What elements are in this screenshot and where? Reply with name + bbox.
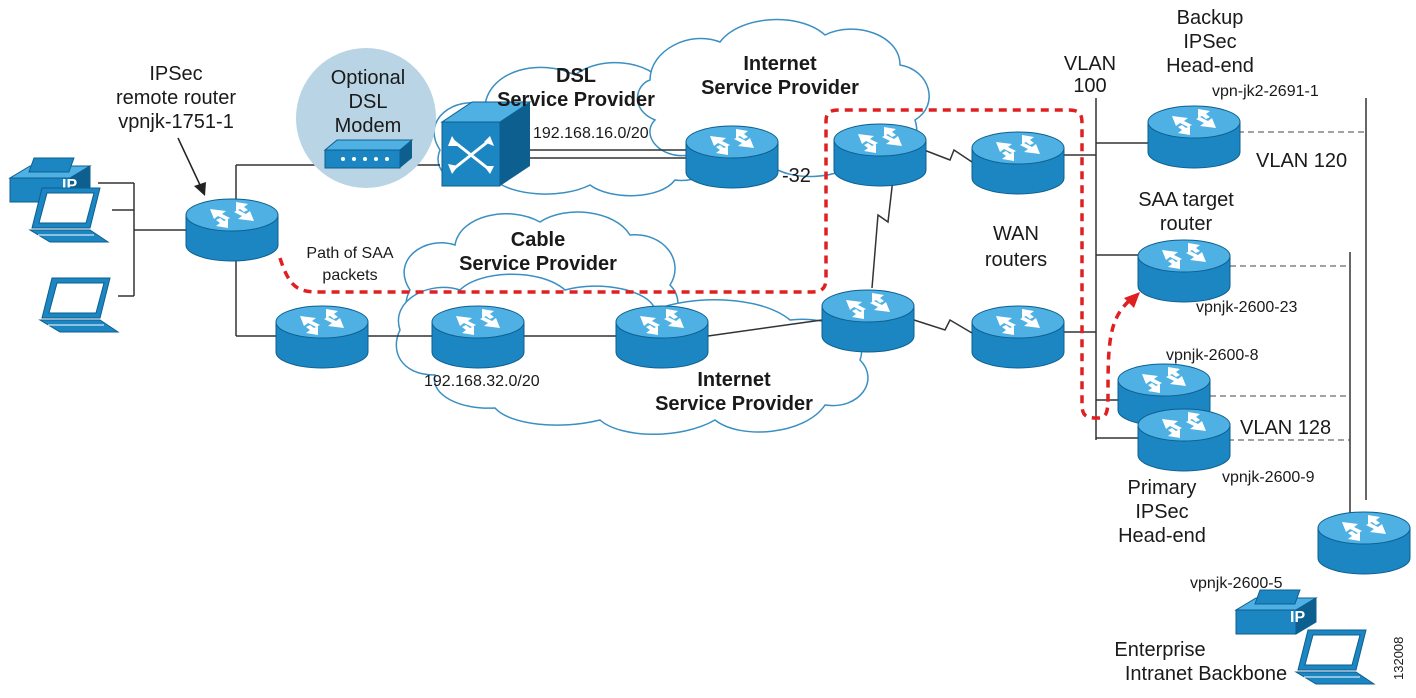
- host-8-label: vpnjk-2600-8: [1166, 347, 1259, 364]
- router-icon: [1137, 239, 1231, 303]
- router-icon: [971, 305, 1065, 369]
- router-icon: [1317, 511, 1411, 575]
- laptop-icon: [39, 277, 119, 333]
- svg-text:Head-end: Head-end: [1118, 525, 1206, 547]
- svg-text:Enterprise: Enterprise: [1114, 639, 1205, 661]
- saa-path-label: Path of SAA packets: [306, 245, 393, 284]
- vlan120-label: VLAN 120: [1256, 150, 1347, 172]
- router-icon: [185, 198, 279, 262]
- router-icon: [833, 123, 927, 187]
- svg-text:Internet: Internet: [697, 369, 771, 391]
- svg-text:Optional: Optional: [331, 67, 406, 89]
- backup-headend-label: Backup IPSec Head-end: [1166, 7, 1254, 77]
- vlan128-label: VLAN 128: [1240, 417, 1331, 439]
- svg-text:router: router: [1160, 213, 1213, 235]
- svg-text:packets: packets: [322, 267, 377, 284]
- cable-sp-label: Cable Service Provider: [459, 229, 617, 275]
- svg-text:VLAN: VLAN: [1064, 53, 1116, 75]
- svg-text:IPSec: IPSec: [149, 63, 202, 85]
- switch-icon: [440, 101, 532, 187]
- svg-text:remote router: remote router: [116, 87, 236, 109]
- remote-router-pointer: [177, 137, 206, 196]
- laptop-icon: [1295, 629, 1375, 685]
- svg-text:Service Provider: Service Provider: [701, 77, 859, 99]
- ip-phone-icon: IP: [1235, 589, 1317, 635]
- router-icon: [275, 305, 369, 369]
- svg-text:100: 100: [1073, 75, 1106, 97]
- router-icon: [431, 305, 525, 369]
- svg-text:DSL: DSL: [556, 65, 596, 87]
- host-9-label: vpnjk-2600-9: [1222, 469, 1315, 486]
- svg-text:WAN: WAN: [993, 223, 1039, 245]
- isp-bottom-label: Internet Service Provider: [655, 369, 813, 415]
- saa-path: [278, 108, 1132, 420]
- wan-routers-label: WAN routers: [985, 223, 1047, 271]
- router-icon: [1147, 105, 1241, 169]
- laptop-icon: [29, 187, 109, 243]
- isp-top-label: Internet Service Provider: [701, 53, 859, 99]
- svg-text:Modem: Modem: [335, 115, 402, 137]
- svg-text:routers: routers: [985, 249, 1047, 271]
- svg-text:Service Provider: Service Provider: [497, 89, 655, 111]
- svg-text:Internet: Internet: [743, 53, 817, 75]
- saa-host-label: vpnjk-2600-23: [1196, 299, 1298, 316]
- svg-text:Cable: Cable: [511, 229, 565, 251]
- svg-text:SAA target: SAA target: [1138, 189, 1234, 211]
- dsl-sp-label: DSL Service Provider: [497, 65, 655, 111]
- router-icon: [821, 289, 915, 353]
- saa-target-label: SAA target router: [1138, 189, 1234, 235]
- svg-text:IPSec: IPSec: [1135, 501, 1188, 523]
- svg-text:Backup: Backup: [1177, 7, 1244, 29]
- subnet-cable-label: 192.168.32.0/20: [424, 373, 540, 390]
- svg-text:Intranet Backbone: Intranet Backbone: [1125, 663, 1287, 685]
- router-icon: [685, 125, 779, 189]
- saa-path-arrowhead: [1124, 292, 1140, 308]
- router-icon: [971, 131, 1065, 195]
- enterprise-label: Enterprise Intranet Backbone: [1114, 639, 1287, 685]
- remote-router-label: IPSec remote router vpnjk-1751-1: [116, 63, 236, 133]
- mask-suffix-label: -32: [782, 165, 811, 187]
- backup-host-label: vpn-jk2-2691-1: [1212, 83, 1319, 100]
- router-icon: [615, 305, 709, 369]
- svg-text:vpnjk-1751-1: vpnjk-1751-1: [118, 111, 234, 133]
- phone-ip-label: IP: [1290, 609, 1305, 626]
- vlan100-label: VLAN 100: [1064, 53, 1116, 97]
- figure-id: 132008: [1391, 637, 1406, 680]
- svg-text:IPSec: IPSec: [1183, 31, 1236, 53]
- connection-lines: [98, 98, 1367, 530]
- vlan-dashed-links: [1210, 131, 1366, 441]
- svg-text:Service Provider: Service Provider: [459, 253, 617, 275]
- svg-text:Primary: Primary: [1128, 477, 1197, 499]
- primary-headend-label: Primary IPSec Head-end: [1118, 477, 1206, 547]
- dsl-modem-icon: [323, 139, 414, 169]
- svg-text:DSL: DSL: [349, 91, 388, 113]
- svg-text:Path of SAA: Path of SAA: [306, 245, 393, 262]
- subnet-dsl-label: 192.168.16.0/20: [533, 125, 649, 142]
- router-icon: [1137, 408, 1231, 472]
- host-5-label: vpnjk-2600-5: [1190, 575, 1283, 592]
- dsl-modem-label: Optional DSL Modem: [331, 67, 406, 137]
- svg-text:Service Provider: Service Provider: [655, 393, 813, 415]
- svg-text:Head-end: Head-end: [1166, 55, 1254, 77]
